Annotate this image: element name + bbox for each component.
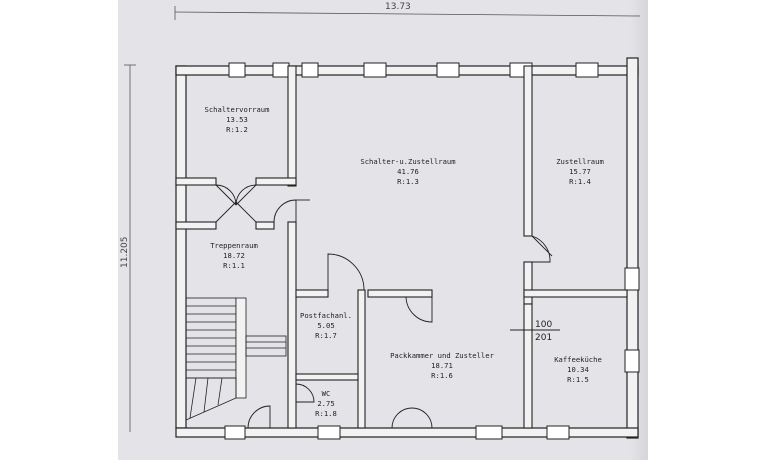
room-name: Treppenraum <box>210 241 258 250</box>
room-ref: R:1.4 <box>569 177 591 186</box>
room-ref: R:1.7 <box>315 331 337 340</box>
room-area: 10.34 <box>567 365 589 374</box>
staircase <box>185 297 287 421</box>
room-ref: R:1.3 <box>397 177 419 186</box>
interior-walls <box>175 65 628 429</box>
room-postfachanl: Postfachanl. 5.05 R:1.7 <box>300 311 352 340</box>
level-marker: 100 201 <box>510 320 560 343</box>
room-name: Packkammer und Zusteller <box>390 351 495 360</box>
room-ref: R:1.6 <box>431 371 453 380</box>
room-area: 13.53 <box>226 115 248 124</box>
height-dimension-label: 11.205 <box>120 237 130 269</box>
room-area: 18.71 <box>431 361 453 370</box>
room-ref: R:1.1 <box>223 261 245 270</box>
width-dimension: 13.73 <box>174 2 641 20</box>
room-treppenraum: Treppenraum 18.72 R:1.1 <box>210 241 258 270</box>
room-schaltervorraum: Schaltervorraum 13.53 R:1.2 <box>205 105 270 134</box>
room-area: 2.75 <box>317 399 334 408</box>
room-name: Kaffeeküche <box>554 355 602 364</box>
height-dimension: 11.205 <box>120 64 136 432</box>
room-schalter-zustellraum: Schalter-u.Zustellraum 41.76 R:1.3 <box>360 157 455 186</box>
room-area: 5.05 <box>317 321 334 330</box>
room-ref: R:1.2 <box>226 125 248 134</box>
room-area: 18.72 <box>223 251 245 260</box>
doors <box>215 184 553 429</box>
room-wc: WC 2.75 R:1.8 <box>315 389 337 418</box>
level-marker-top: 100 <box>535 320 552 330</box>
room-area: 41.76 <box>397 167 419 176</box>
room-ref: R:1.8 <box>315 409 337 418</box>
room-zustellraum: Zustellraum 15.77 R:1.4 <box>556 157 604 186</box>
room-packkammer: Packkammer und Zusteller 18.71 R:1.6 <box>390 351 495 380</box>
room-name: Schalter-u.Zustellraum <box>360 157 455 166</box>
room-name: Schaltervorraum <box>205 105 270 114</box>
width-dimension-label: 13.73 <box>385 2 411 12</box>
outer-walls <box>175 57 639 439</box>
room-area: 15.77 <box>569 167 591 176</box>
room-name: WC <box>322 389 331 398</box>
room-name: Postfachanl. <box>300 311 352 320</box>
room-name: Zustellraum <box>556 157 604 166</box>
room-ref: R:1.5 <box>567 375 589 384</box>
room-kaffeekueche: Kaffeeküche 10.34 R:1.5 <box>554 355 602 384</box>
level-marker-bottom: 201 <box>535 333 552 343</box>
